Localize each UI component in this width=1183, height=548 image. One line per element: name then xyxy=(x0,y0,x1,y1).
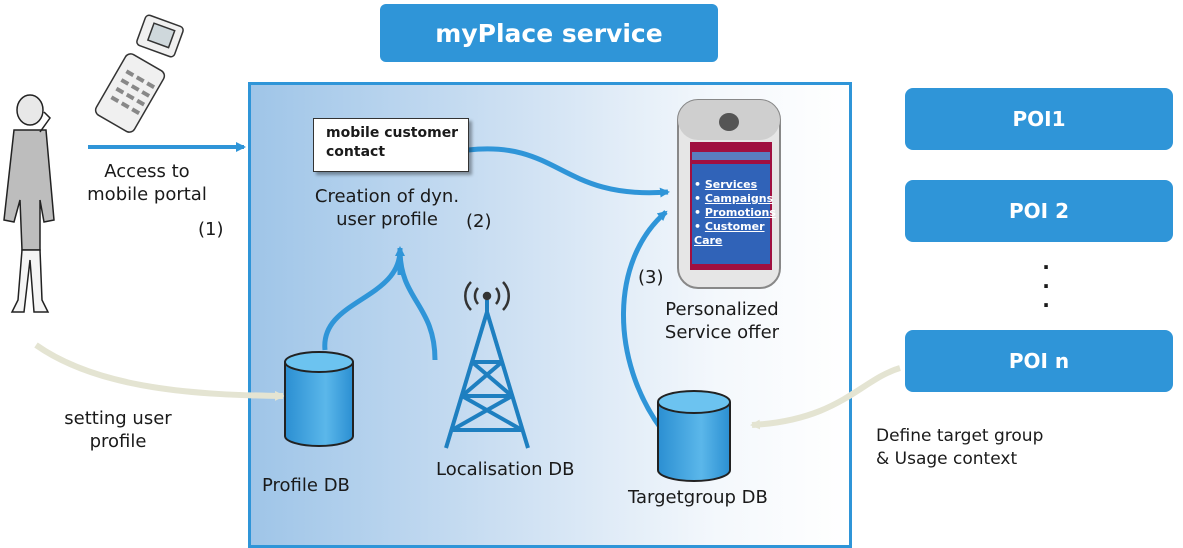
step-3-label: (3) xyxy=(638,267,664,288)
personalized-label: Personalized Service offer xyxy=(664,299,780,343)
phone-menu-item: • Customer Care xyxy=(694,220,765,247)
creation-label: Creation of dyn. user profile xyxy=(314,186,460,230)
signal-waves-icon xyxy=(464,281,510,311)
phone-menu-item: • Campaigns xyxy=(694,192,774,205)
mobile-customer-contact-note: mobile customer contact xyxy=(313,118,469,172)
note-to-phone-arrow xyxy=(467,146,670,198)
phone-menu-item: • Promotions xyxy=(694,206,776,219)
profile-merge-arrow xyxy=(322,249,438,361)
phone-menu-item: • Services xyxy=(694,178,758,191)
radio-tower-icon xyxy=(444,300,530,449)
define-target-arrow xyxy=(750,365,901,430)
smartphone-icon xyxy=(677,99,781,289)
targetgroup-to-phone-arrow xyxy=(621,210,668,432)
poi-1: POI1 xyxy=(905,88,1173,150)
mobile-phone-icon xyxy=(94,14,184,133)
poi-n: POI n xyxy=(905,330,1173,392)
profile-db-icon xyxy=(284,351,354,447)
define-target-label: Define target group & Usage context xyxy=(876,426,1044,469)
profile-db-label: Profile DB xyxy=(262,475,350,496)
access-label: Access to mobile portal xyxy=(87,161,207,205)
poi-2: POI 2 xyxy=(905,180,1173,242)
phone-menu: • Services • Campaigns • Promotions • Cu… xyxy=(694,178,778,248)
targetgroup-db-icon xyxy=(657,390,731,482)
setting-profile-label: setting user profile xyxy=(64,408,172,452)
setting-profile-arrow xyxy=(34,342,285,401)
localisation-db-label: Localisation DB xyxy=(436,459,575,480)
step-1-label: (1) xyxy=(198,219,224,240)
targetgroup-db-label: Targetgroup DB xyxy=(628,487,768,508)
service-title: myPlace service xyxy=(380,4,718,62)
ellipsis: ··· xyxy=(1042,255,1050,317)
step-2-label: (2) xyxy=(466,211,492,232)
person-icon xyxy=(3,94,55,313)
